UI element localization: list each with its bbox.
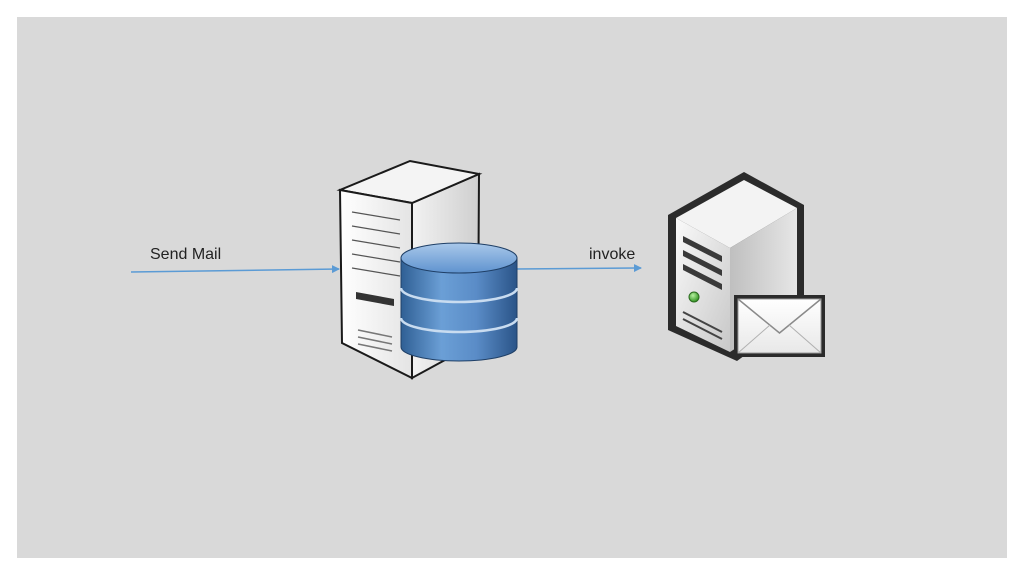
status-light-icon	[688, 291, 700, 303]
invoke-arrow	[515, 264, 642, 273]
invoke-label: invoke	[589, 246, 636, 263]
send-mail-arrow	[130, 265, 340, 274]
send-mail-label: Send Mail	[150, 246, 222, 263]
database-server-icon	[336, 159, 519, 380]
envelope-icon	[734, 295, 825, 357]
